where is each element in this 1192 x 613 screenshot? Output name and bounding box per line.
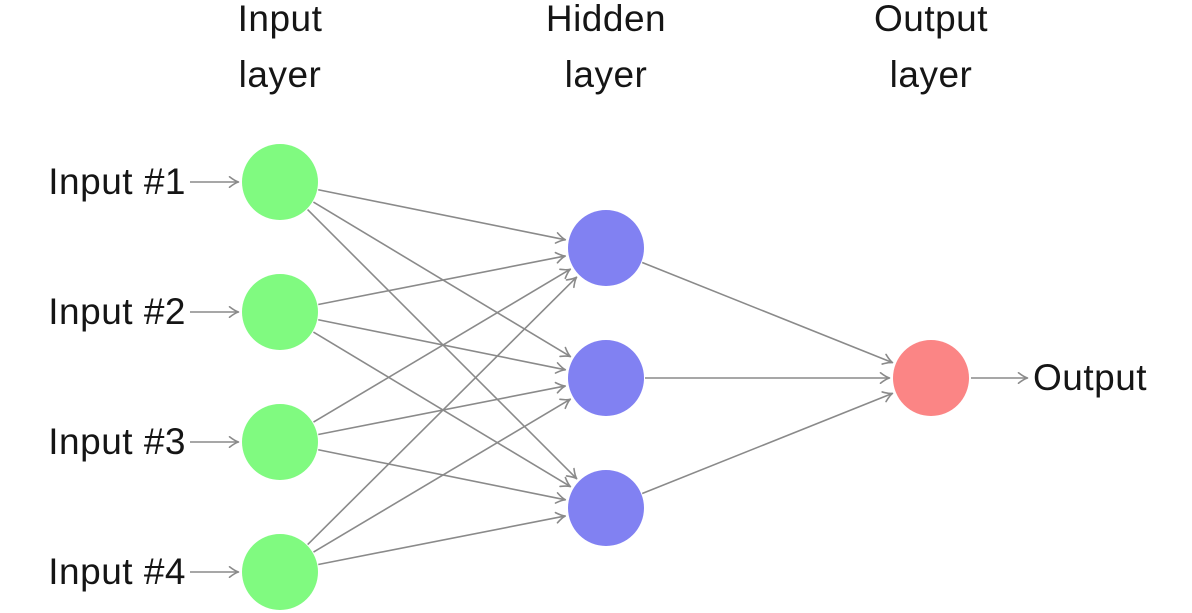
edge-i3-h1 — [313, 268, 572, 423]
edge-i2-h2 — [318, 318, 567, 374]
edge-i1-h2 — [313, 201, 572, 358]
hidden-node-h3 — [568, 470, 644, 546]
edge-i2-h1 — [318, 251, 567, 306]
hidden-node-h1 — [568, 210, 644, 286]
hidden-layer-header-line2: layer — [564, 54, 648, 95]
output-layer-header-line2: layer — [889, 54, 973, 95]
input-node-i3 — [242, 404, 318, 480]
input-layer-header: Input layer — [238, 0, 323, 103]
hidden-layer-header: Hidden layer — [546, 0, 666, 103]
input-1-label: Input #1 — [48, 161, 186, 202]
edge-h1-o1 — [641, 261, 894, 365]
output-layer-header-line1: Output — [873, 0, 989, 39]
edge-i3-h3 — [318, 448, 567, 504]
input-3-label: Input #3 — [48, 421, 186, 462]
edge-i4-h1 — [307, 276, 578, 546]
hidden-layer-header-line1: Hidden — [545, 0, 667, 39]
edge-i3-h2 — [318, 381, 567, 436]
edge-i1-h3 — [307, 209, 578, 480]
edge-h3-o1 — [641, 391, 894, 495]
input-node-i4 — [242, 534, 318, 610]
input-node-i1 — [242, 144, 318, 220]
output-label: Output — [1033, 357, 1148, 398]
input-layer-header-line1: Input — [237, 0, 323, 39]
hidden-node-h2 — [568, 340, 644, 416]
output-node-o1 — [893, 340, 969, 416]
output-layer-header: Output layer — [874, 0, 988, 103]
edge-i1-h1 — [318, 188, 567, 244]
edge-i4-h3 — [318, 511, 567, 566]
input-layer-header-line2: layer — [238, 54, 322, 95]
edge-i4-h2 — [313, 398, 572, 553]
edge-i2-h3 — [313, 331, 572, 488]
input-node-i2 — [242, 274, 318, 350]
input-2-label: Input #2 — [48, 291, 186, 332]
input-4-label: Input #4 — [48, 551, 186, 592]
